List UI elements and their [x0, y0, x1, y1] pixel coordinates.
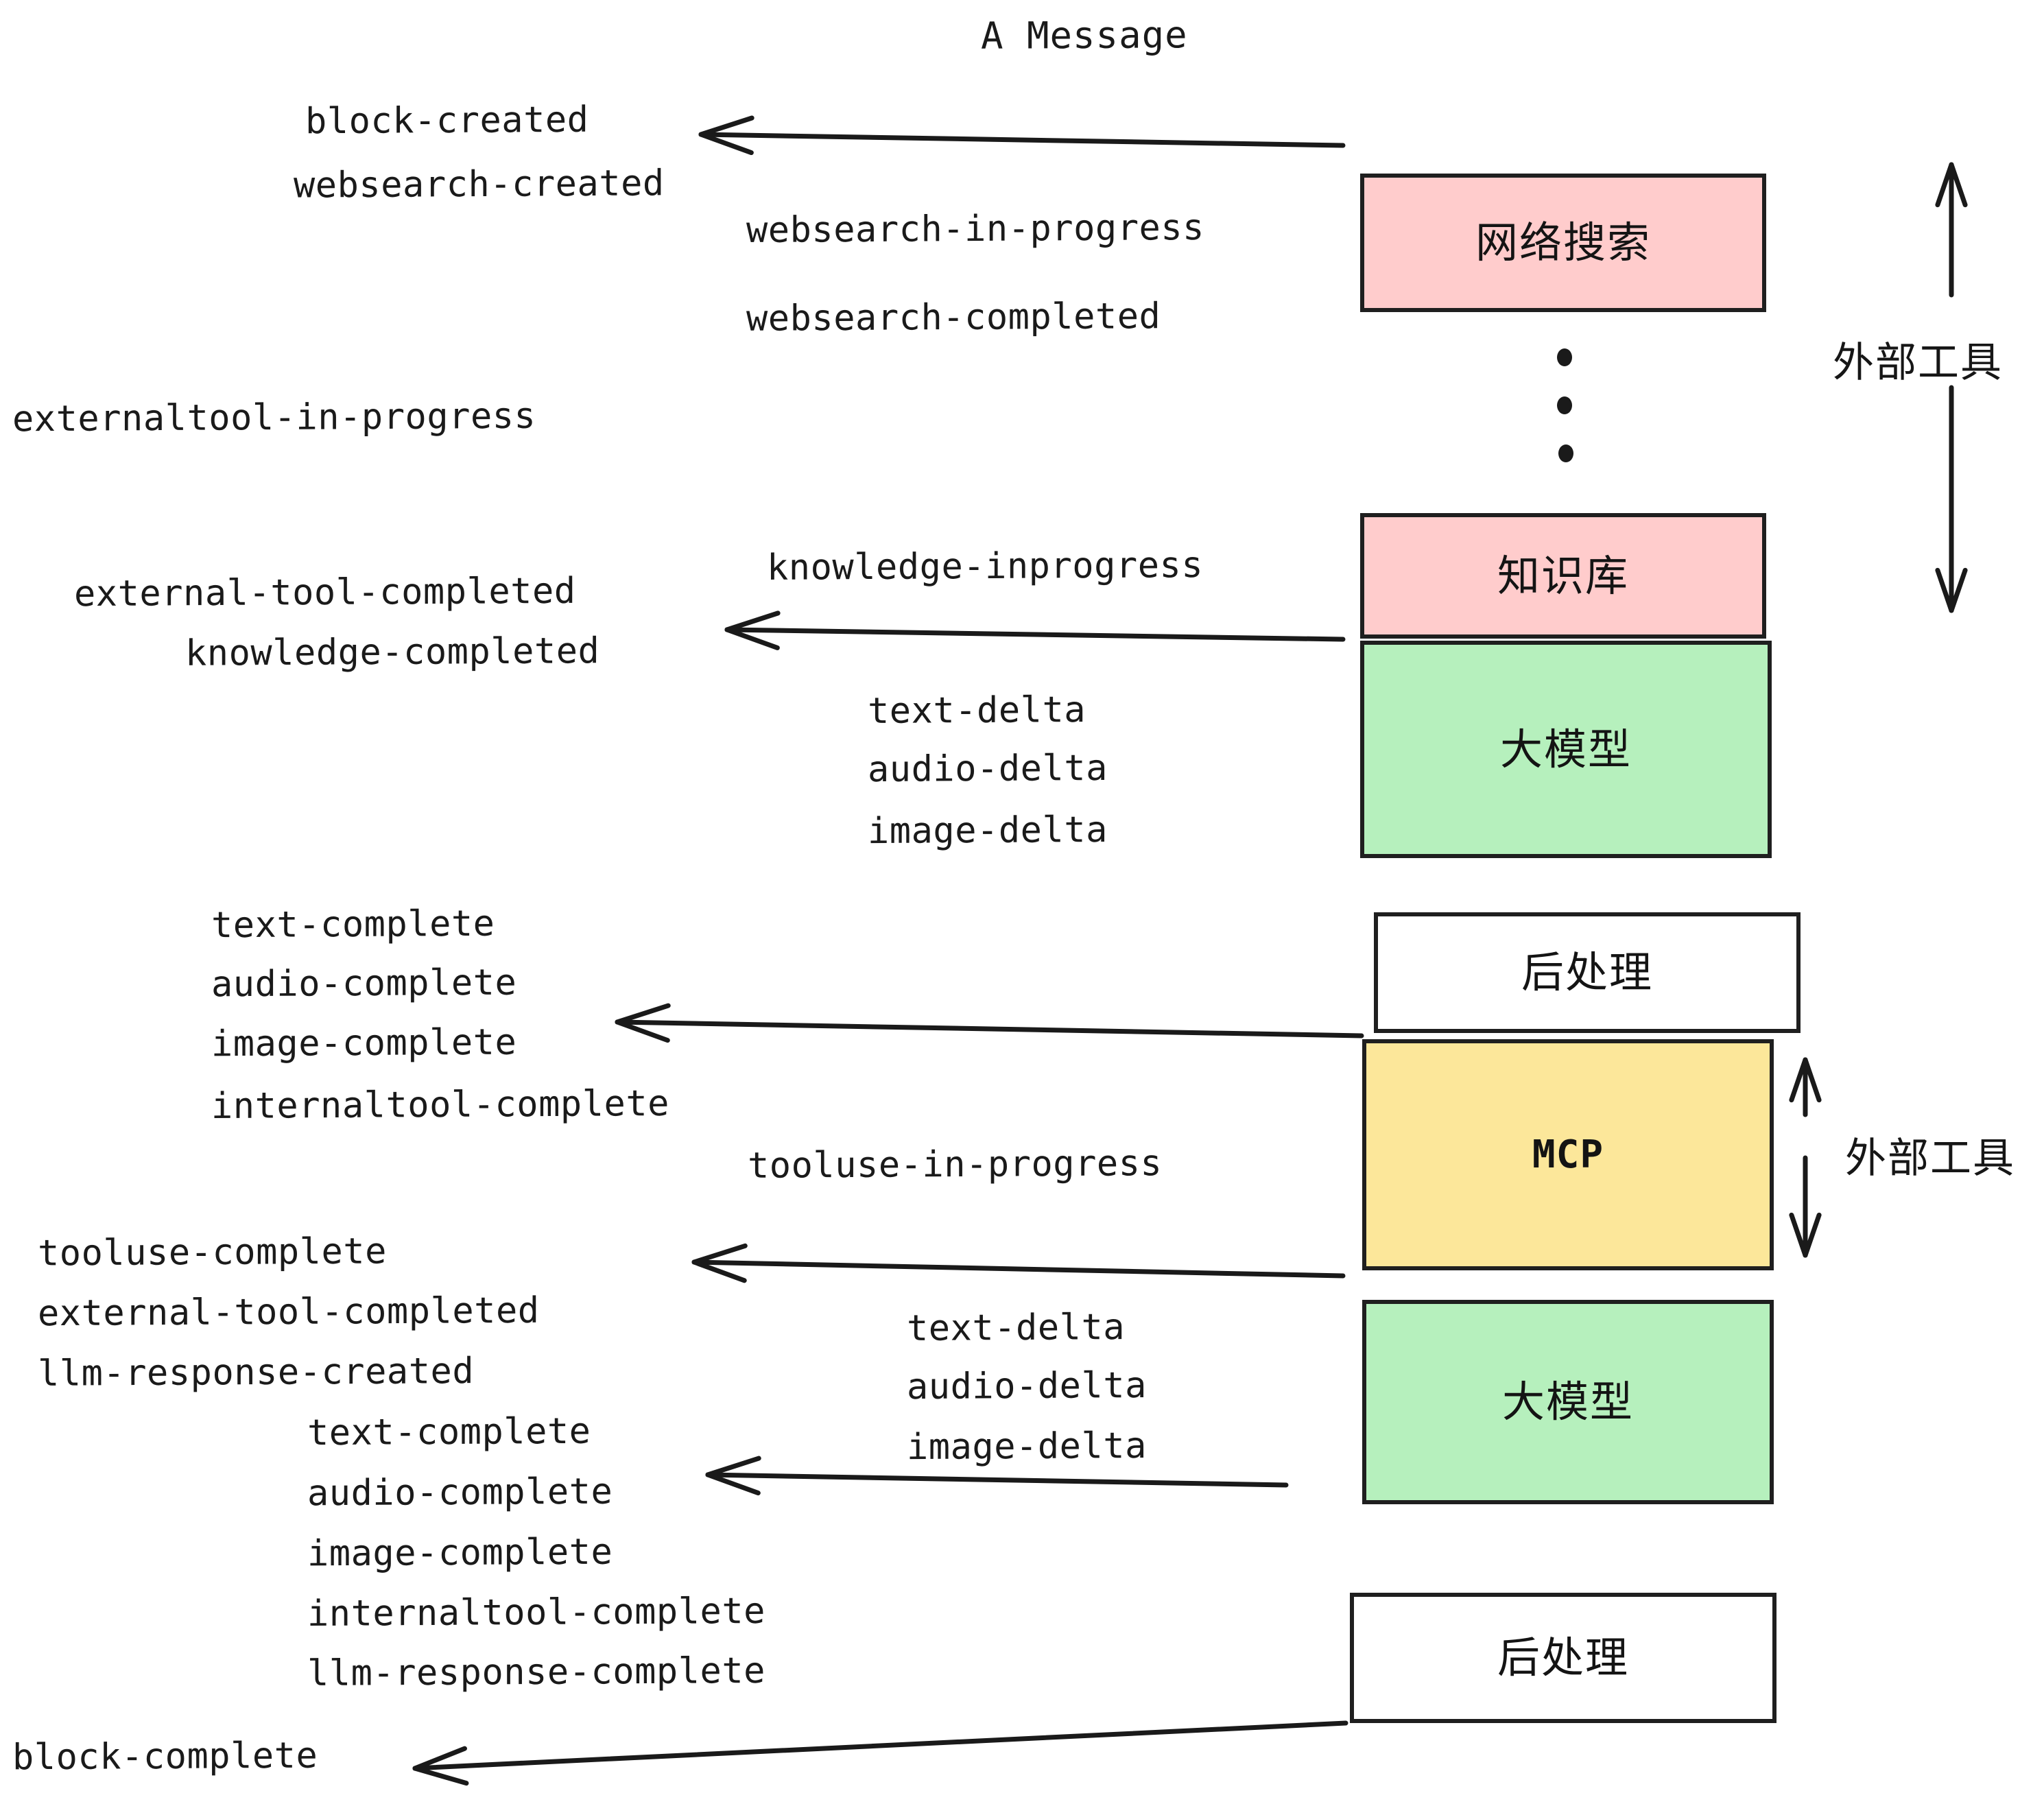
websearch-return-arrow	[698, 132, 1346, 148]
event-label-text-complete: text-complete	[211, 903, 495, 947]
event-label-audio-delta: audio-delta	[868, 747, 1108, 791]
event-label-knowledge-inprogress: knowledge-inprogress	[767, 545, 1204, 589]
block-complete-arrow-head	[412, 1766, 469, 1786]
event-label-audio-delta: audio-delta	[907, 1364, 1147, 1408]
event-label-knowledge-completed: knowledge-completed	[185, 630, 600, 674]
event-label-audio-complete: audio-complete	[211, 962, 517, 1006]
ellipsis-dot-2	[1558, 444, 1573, 462]
side-annotation-1: 外部工具	[1845, 1135, 2015, 1183]
process-box-label: 大模型	[1499, 724, 1632, 774]
event-label-externaltool-in-progress: externaltool-in-progress	[12, 395, 536, 440]
process-box-6[interactable]: 后处理	[1350, 1593, 1776, 1723]
llm-return-arrow-head	[705, 1472, 761, 1496]
websearch-return-arrow-head	[698, 132, 754, 156]
event-label-audio-complete: audio-complete	[307, 1471, 613, 1515]
process-box-2[interactable]: 大模型	[1360, 641, 1772, 858]
external-tool-scope2-top-head	[1789, 1057, 1808, 1103]
process-box-4[interactable]: MCP	[1362, 1039, 1774, 1270]
llm-return-arrow-head	[705, 1456, 761, 1477]
external-tool-scope2-bot-head	[1803, 1212, 1822, 1258]
event-label-image-complete: image-complete	[307, 1531, 613, 1575]
external-tool-scope-bot-head	[1935, 567, 1954, 613]
ellipsis-dot-0	[1557, 348, 1572, 366]
process-box-5[interactable]: 大模型	[1362, 1300, 1774, 1504]
ellipsis-dot-1	[1557, 396, 1572, 414]
process-box-1[interactable]: 知识库	[1360, 513, 1766, 639]
process-box-label: 后处理	[1521, 947, 1653, 997]
event-label-image-delta: image-delta	[907, 1425, 1147, 1469]
event-label-block-complete: block-complete	[12, 1735, 318, 1779]
external-tool-scope2-top-head	[1803, 1057, 1822, 1103]
block-complete-arrow-head	[412, 1746, 467, 1771]
event-label-internaltool-complete: internaltool-complete	[307, 1590, 765, 1635]
side-annotation-0: 外部工具	[1833, 339, 2003, 387]
websearch-return-arrow-head	[698, 115, 754, 137]
event-label-tooluse-complete: tooluse-complete	[38, 1231, 387, 1274]
external-tool-scope2-bot-head	[1789, 1212, 1808, 1258]
event-label-tooluse-in-progress: tooluse-in-progress	[748, 1143, 1163, 1187]
event-label-llm-response-complete: llm-response-complete	[307, 1650, 765, 1695]
event-label-websearch-created: websearch-created	[294, 163, 665, 206]
knowledge-return-arrow	[724, 627, 1346, 642]
event-label-text-complete: text-complete	[307, 1410, 591, 1454]
postprocess-return-arrow-head	[615, 1003, 671, 1025]
event-label-text-delta: text-delta	[868, 689, 1086, 732]
process-box-3[interactable]: 后处理	[1374, 912, 1801, 1033]
event-label-external-tool-completed: external-tool-completed	[38, 1290, 540, 1335]
event-label-websearch-completed: websearch-completed	[746, 296, 1161, 340]
llm-return-arrow	[705, 1472, 1289, 1488]
event-label-internaltool-complete: internaltool-complete	[211, 1082, 669, 1128]
event-label-external-tool-completed: external-tool-completed	[74, 570, 576, 615]
process-box-label: 大模型	[1501, 1377, 1634, 1427]
event-label-websearch-in-progress: websearch-in-progress	[746, 206, 1204, 252]
event-label-image-complete: image-complete	[211, 1021, 517, 1065]
mcp-return-arrow-head	[691, 1259, 747, 1283]
process-box-label: 后处理	[1497, 1633, 1629, 1683]
external-tool-scope-top-head	[1949, 162, 1968, 208]
mcp-return-arrow-head	[691, 1243, 748, 1265]
block-complete-arrow	[412, 1720, 1348, 1771]
event-label-llm-response-created: llm-response-created	[38, 1351, 475, 1394]
process-box-label: 网络搜索	[1475, 217, 1651, 268]
knowledge-return-arrow-head	[724, 610, 781, 632]
knowledge-return-arrow-head	[724, 627, 780, 650]
event-label-image-delta: image-delta	[868, 809, 1108, 853]
external-tool-scope-bot-head	[1949, 567, 1968, 613]
external-tool-scope-top-head	[1935, 162, 1954, 208]
process-box-label: MCP	[1532, 1132, 1604, 1177]
event-label-text-delta: text-delta	[907, 1307, 1126, 1349]
process-box-label: 知识库	[1497, 550, 1629, 601]
mcp-return-arrow	[691, 1259, 1346, 1279]
process-box-0[interactable]: 网络搜索	[1360, 174, 1766, 312]
event-label-block-created: block-created	[305, 99, 589, 143]
postprocess-return-arrow-head	[615, 1019, 670, 1043]
postprocess-return-arrow	[615, 1019, 1364, 1039]
diagram-title: A Message	[981, 13, 1188, 58]
